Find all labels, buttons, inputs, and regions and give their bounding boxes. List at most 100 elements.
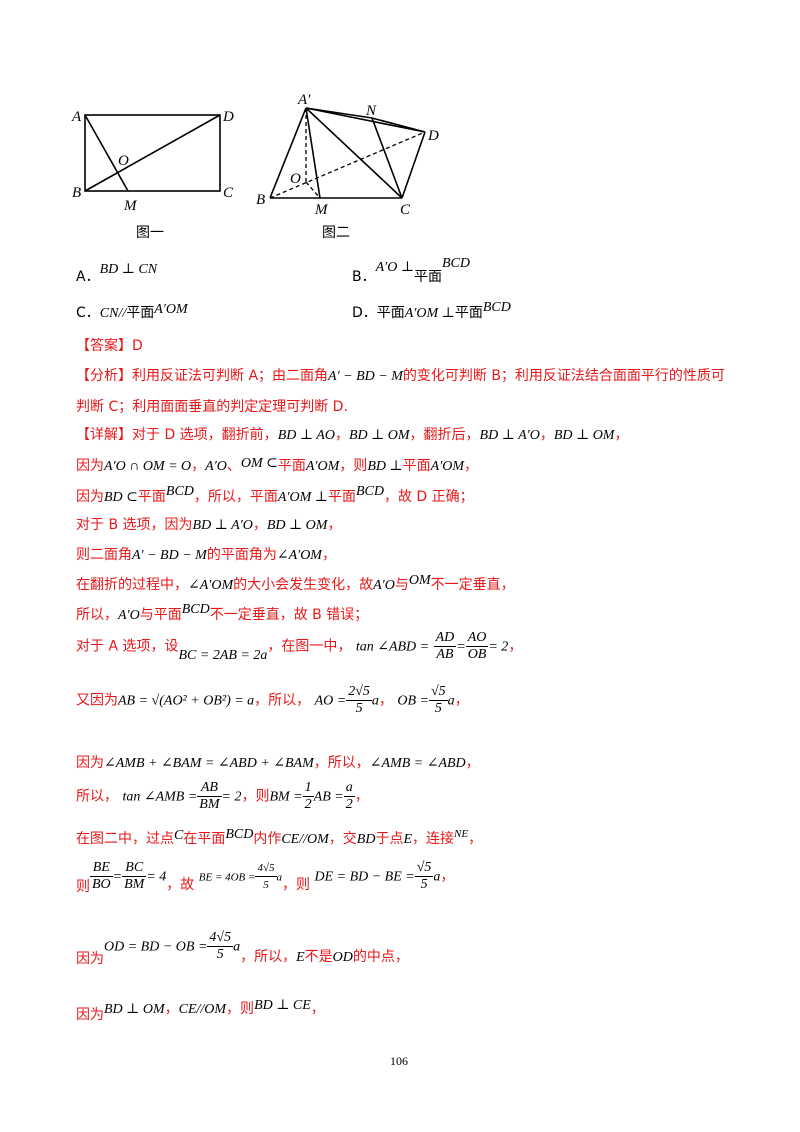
text: ，则 (339, 458, 368, 474)
text: 内作 (253, 831, 282, 847)
math: BD ⊥ OM (348, 428, 410, 443)
math: BD ⊥ CE (254, 998, 311, 1013)
segment-AC (305, 107, 403, 199)
option-d-plane2: 平面 (454, 305, 483, 321)
math: = (112, 869, 123, 885)
text: 在平面 (183, 831, 226, 847)
text: ， (191, 458, 206, 474)
numerator: √5 (414, 860, 434, 877)
segment-AM (84, 114, 129, 192)
detail-line-1: 【详解】对于 D 选项，翻折前，BD ⊥ AO，BD ⊥ OM，翻折后，BD ⊥… (76, 424, 628, 444)
text: ，所以， (313, 755, 370, 771)
dashed-OM (305, 181, 321, 199)
segment-AB (269, 107, 307, 199)
detail-line-5: 则二面角A′ − BD − M的平面角为∠A′OM， (76, 544, 336, 564)
text: 不是 (304, 948, 333, 965)
label-D: D (427, 128, 439, 144)
label-B: B (256, 192, 265, 208)
text: 不一定垂直，故 B 错误； (209, 607, 369, 623)
text: ， (310, 1001, 325, 1017)
denominator: 5 (263, 879, 269, 891)
option-c: C．CN//平面A′OM (76, 302, 188, 322)
segment-BD (84, 114, 221, 192)
numerator: √5 (428, 684, 448, 701)
detail-line-3: 因为BD ⊂平面BCD，所以，平面A′OM ⊥平面BCD，故 D 正确； (76, 484, 474, 506)
option-d-math2: BCD (482, 300, 511, 315)
text: ，则 (282, 876, 310, 893)
label-A: A (71, 109, 82, 125)
detail-line-4: 对于 B 选项，因为BD ⊥ A′O，BD ⊥ OM， (76, 514, 341, 534)
text: 的中点， (352, 948, 409, 965)
text: 平面 (402, 458, 431, 474)
detail-line-12: 在图二中，过点C在平面BCD内作CE//OM，交BD于点E，连接NE， (76, 827, 482, 848)
label-M: M (314, 202, 329, 218)
math: a (371, 693, 379, 709)
denominator: BO (92, 877, 111, 892)
math: a (233, 939, 241, 955)
detail-tag: 【详解】 (76, 427, 132, 443)
page-number: 106 (390, 1054, 408, 1068)
math: a (447, 693, 455, 709)
denominator: 5 (434, 701, 442, 716)
math: CE//OM (178, 1002, 227, 1017)
option-b-math: A′O ⊥ (375, 260, 414, 275)
answer-tag: 【答案】 (76, 338, 132, 354)
text: 又因为 (76, 692, 118, 709)
denominator: 5 (216, 947, 224, 962)
analysis-text-1b: 的变化可判断 B；利用反证法结合面面平行的性质可 (402, 368, 725, 384)
analysis-math: A′ − BD − M (328, 369, 403, 384)
text: 与 (394, 577, 409, 593)
detail-line-15: 因为BD ⊥ OM，CE//OM，则BD ⊥ CE， (76, 998, 325, 1023)
denominator: 2 (304, 797, 312, 812)
text: 对于 B 选项，因为 (76, 517, 193, 533)
text: 于点 (375, 831, 404, 847)
numerator: a (343, 780, 355, 797)
text: ，故 (166, 876, 195, 893)
math: E (403, 832, 413, 847)
text: ， (454, 692, 469, 709)
math: BC = 2AB = 2a (178, 647, 268, 663)
option-b: B．A′O ⊥平面BCD (352, 252, 470, 285)
math: DE = BD − BE = (314, 869, 415, 885)
analysis-line-2: 判断 C；利用面面垂直的判定定理可判断 D. (76, 396, 348, 416)
option-a-letter: A． (76, 269, 100, 285)
segment-AM (305, 107, 321, 199)
option-b-plane: 平面 (414, 269, 442, 285)
rectangle-ABCD (84, 114, 221, 192)
numerator: AD (433, 630, 457, 647)
answer-line: 【答案】D (76, 335, 143, 355)
text: 平面 (277, 458, 306, 474)
text: ， (465, 755, 480, 771)
detail-line-6: 在翻折的过程中，∠A′OM的大小会发生变化，故A′O与OM不一定垂直， (76, 573, 515, 594)
text: ，交 (328, 831, 357, 847)
math: A′O (118, 608, 140, 623)
math: BCD (225, 827, 254, 842)
numerator: 4√5 (207, 930, 234, 947)
label-B: B (72, 185, 81, 201)
math: BM = (269, 789, 303, 805)
math: = 4 (146, 869, 167, 885)
option-d-letter: D． (352, 305, 377, 321)
segment-NC (371, 117, 403, 199)
denominator: 5 (420, 877, 428, 892)
text: ，则 (241, 788, 270, 805)
numerator: 1 (302, 780, 314, 797)
math: OD = BD − OB = (104, 939, 208, 955)
text: ， (334, 427, 349, 443)
detail-line-2: 因为A′O ∩ OM = O，A′O、OM ⊂平面A′OM，则BD ⊥平面A′O… (76, 455, 478, 475)
label-O: O (118, 153, 129, 169)
denominator: 2 (345, 797, 353, 812)
math: A′ − BD − M (132, 548, 207, 563)
text: ， (252, 517, 267, 533)
math: C (174, 828, 184, 843)
text: 因为 (76, 755, 104, 771)
math: BD ⊂ (104, 490, 138, 505)
option-c-math2: A′OM (154, 302, 188, 317)
